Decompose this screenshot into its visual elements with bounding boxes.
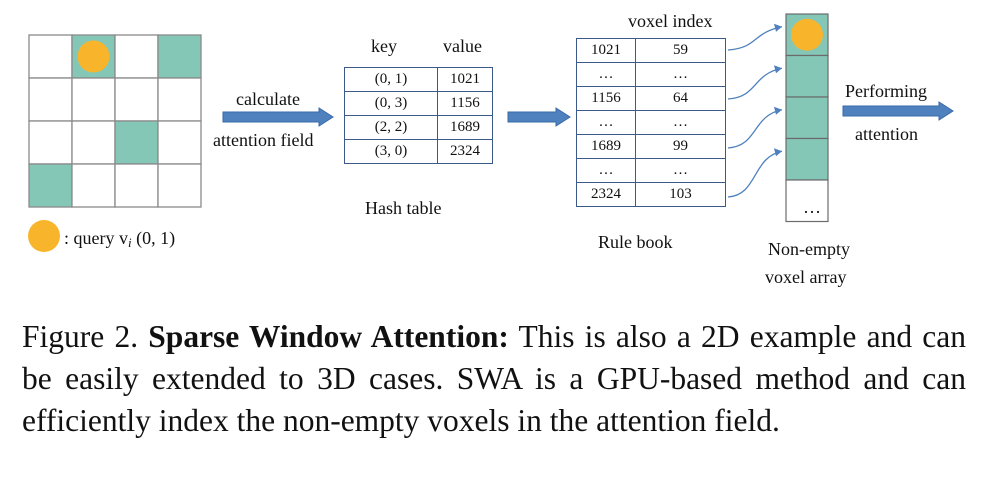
hash-table-label: Hash table [365, 198, 442, 218]
rule-book-voxel-cell: 59 [635, 38, 726, 63]
voxel-array-cell [785, 179, 829, 223]
rule-book-voxel-cell: 103 [635, 182, 726, 207]
pointer-arrowhead-icon [774, 23, 782, 32]
rule-book-voxel-cell: … [635, 158, 726, 183]
voxel-query-icon [791, 18, 823, 51]
arrow1-label-line2: attention field [213, 130, 314, 150]
pointer-arrow [727, 26, 783, 51]
rule-book-voxel-cell: … [635, 110, 726, 135]
legend-query-icon [28, 220, 60, 252]
rule-book-hash-cell: 2324 [576, 182, 636, 207]
voxel-array-ellipsis: … [803, 197, 821, 217]
hash-table-row: (0, 1)1021 [344, 67, 493, 92]
hash-key-cell: (0, 1) [344, 67, 438, 92]
voxel-array-cell [785, 54, 829, 98]
arrow-right-icon [507, 107, 571, 127]
voxel-array-label-line2: voxel array [765, 267, 847, 287]
rule-book-voxel-cell: … [635, 62, 726, 87]
grid-cell [114, 163, 159, 208]
rule-book-hash-cell: 1156 [576, 86, 636, 111]
rule-book-header: voxel index [628, 11, 713, 31]
caption-bold-title: Sparse Window Attention: [148, 319, 509, 354]
grid-cell [71, 120, 116, 165]
rule-book-label: Rule book [598, 232, 673, 252]
hash-value-cell: 2324 [437, 139, 493, 164]
query-marker-icon [77, 40, 110, 73]
rule-book-row: …… [576, 110, 726, 135]
voxel-array-cell [785, 137, 829, 181]
grid-cell [157, 163, 202, 208]
grid-cell [157, 34, 202, 79]
hash-table-row: (0, 3)1156 [344, 91, 493, 116]
grid-cell [28, 163, 73, 208]
hash-value-cell: 1021 [437, 67, 493, 92]
arrow-right-icon [842, 101, 954, 121]
voxel-array-cell [785, 96, 829, 140]
pointer-arrow [727, 109, 783, 149]
rule-book-row: …… [576, 158, 726, 183]
arrow3-label-line2: attention [855, 124, 918, 144]
grid-cell [71, 163, 116, 208]
grid-cell [157, 77, 202, 122]
grid-cell [28, 77, 73, 122]
arrow3-label-line1: Performing [845, 81, 927, 101]
grid-cell [28, 120, 73, 165]
hash-key-header: key [371, 36, 397, 56]
caption-prefix: Figure 2. [22, 319, 139, 354]
arrow1-label-line1: calculate [236, 89, 300, 109]
grid-cell [157, 120, 202, 165]
hash-table-row: (3, 0)2324 [344, 139, 493, 164]
arrow-right-icon [222, 107, 334, 127]
pointer-arrowhead-icon [774, 65, 782, 74]
diagram-svg [28, 13, 954, 252]
rule-book-voxel-cell: 64 [635, 86, 726, 111]
hash-key-cell: (3, 0) [344, 139, 438, 164]
legend-label: : query vi (0, 1) [64, 228, 176, 250]
grid-cell [114, 34, 159, 79]
caption-text: This is also a 2D example and can be eas… [22, 319, 967, 438]
figure-caption: Figure 2. Sparse Window Attention: This … [22, 316, 966, 442]
grid-cell [28, 34, 73, 79]
rule-book-row: …… [576, 62, 726, 87]
rule-book-hash-cell: … [576, 62, 636, 87]
hash-table-row: (2, 2)1689 [344, 115, 493, 140]
hash-value-cell: 1689 [437, 115, 493, 140]
rule-book-hash-cell: … [576, 158, 636, 183]
grid-cell [71, 77, 116, 122]
pointer-arrow [727, 67, 783, 100]
hash-value-header: value [443, 36, 482, 56]
grid-cell [114, 120, 159, 165]
pointer-arrowhead-icon [774, 106, 782, 115]
rule-book-hash-cell: … [576, 110, 636, 135]
voxel-array-label-line1: Non-empty [768, 239, 850, 259]
hash-key-cell: (2, 2) [344, 115, 438, 140]
pointer-arrowhead-icon [774, 148, 782, 157]
hash-value-cell: 1156 [437, 91, 493, 116]
rule-book-hash-cell: 1021 [576, 38, 636, 63]
rule-book-hash-cell: 1689 [576, 134, 636, 159]
hash-key-cell: (0, 3) [344, 91, 438, 116]
hash-table: (0, 1)1021(0, 3)1156(2, 2)1689(3, 0)2324 [344, 67, 493, 164]
pointer-arrow [727, 150, 783, 198]
rule-book-voxel-cell: 99 [635, 134, 726, 159]
grid-cell [114, 77, 159, 122]
figure-diagram: : query vi (0, 1) calculate attention fi… [28, 11, 954, 287]
